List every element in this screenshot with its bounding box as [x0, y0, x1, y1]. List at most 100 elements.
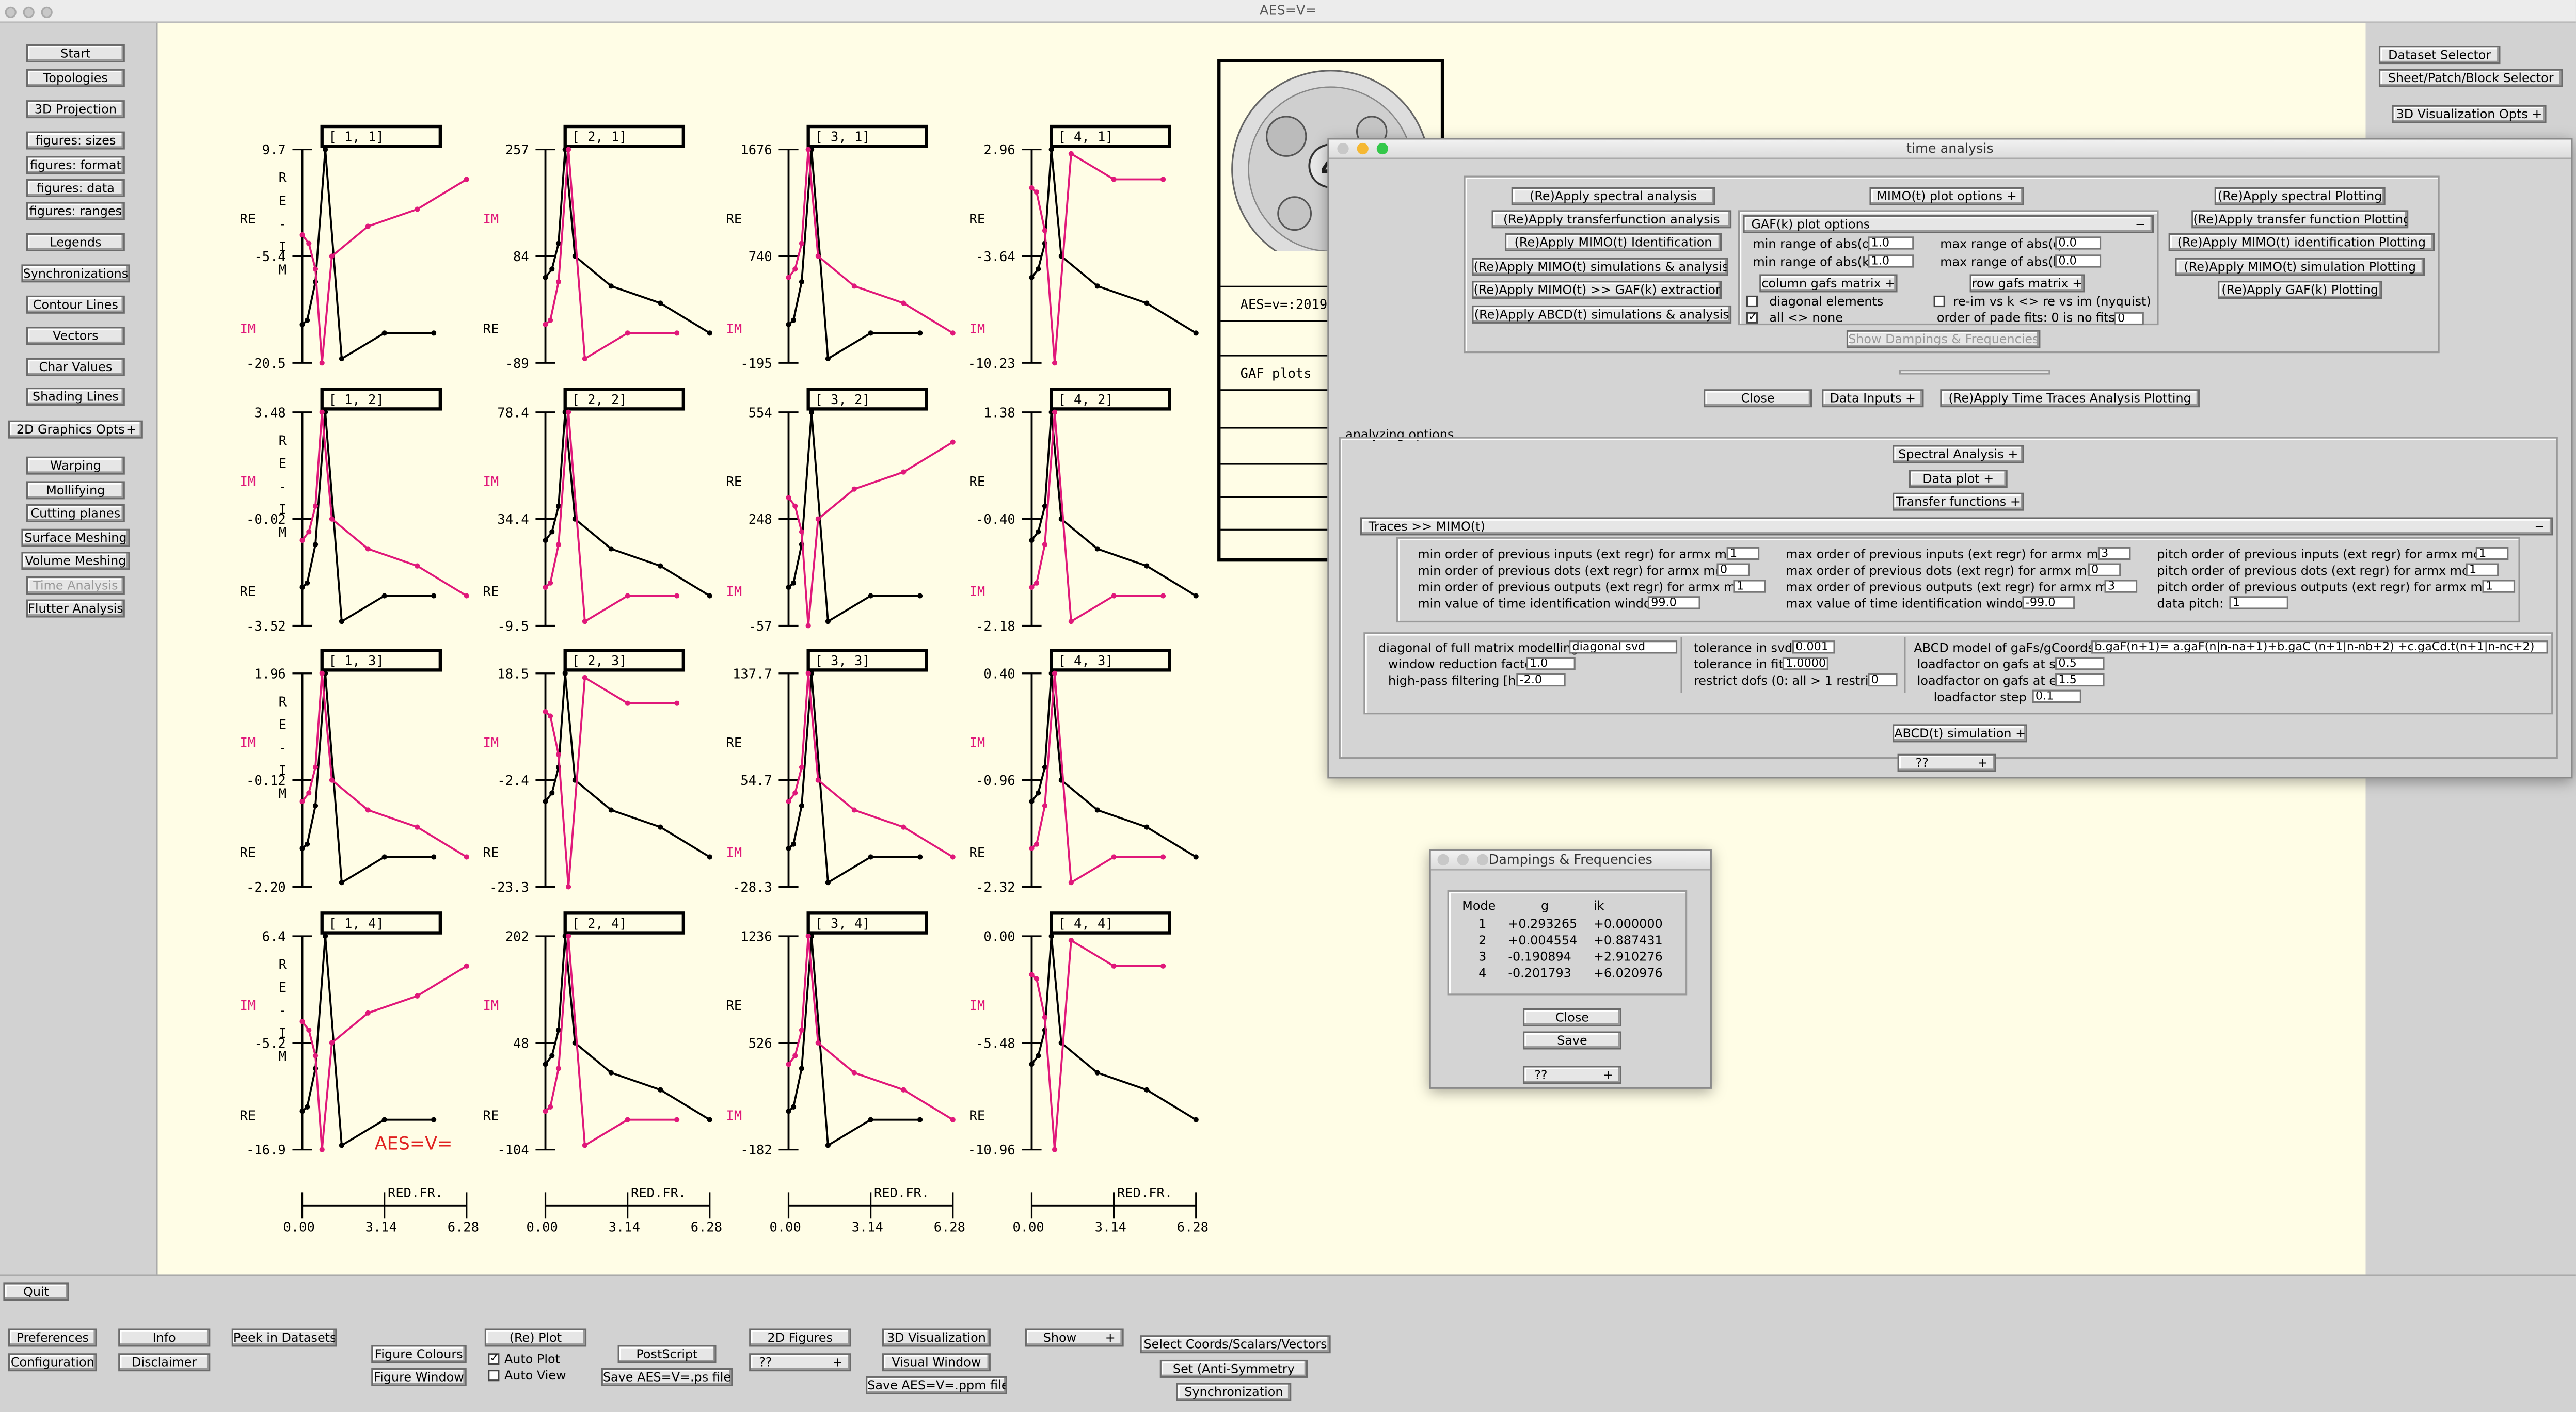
save-button[interactable]: Save — [1522, 1031, 1621, 1050]
sidebar-item-time-analysis[interactable]: Time Analysis — [26, 576, 125, 595]
zoom-dot-icon[interactable] — [41, 6, 53, 19]
sidebar-item-mollifying[interactable]: Mollifying — [26, 481, 125, 500]
qq-dropdown[interactable]: ?? + — [1522, 1066, 1621, 1084]
minimize-dot-icon[interactable] — [1357, 142, 1369, 155]
sidebar-item-figures-format[interactable]: figures: format — [26, 156, 125, 174]
pitch-outputs-field[interactable]: 1 — [2482, 580, 2516, 593]
gaf-plot-options-header[interactable]: GAF(k) plot options − — [1743, 215, 2154, 233]
minimize-dot-icon[interactable] — [1457, 854, 1469, 866]
qq-dropdown[interactable]: ?? + — [1897, 753, 1996, 772]
disclaimer-button[interactable]: Disclaimer — [118, 1353, 211, 1372]
data-pitch-field[interactable]: 1 — [2229, 596, 2288, 609]
figure-colours-button[interactable]: Figure Colours — [371, 1345, 467, 1363]
transfer-functions-button[interactable]: Transfer functions + — [1893, 492, 2024, 511]
max-prev-outputs-field[interactable]: 3 — [2104, 580, 2138, 593]
apply-time-traces-plot-button[interactable]: (Re)Apply Time Traces Analysis Plotting — [1940, 389, 2200, 408]
close-dot-icon[interactable] — [1437, 854, 1449, 866]
spectral-analysis-button[interactable]: Spectral Analysis + — [1893, 445, 2024, 463]
sidebar-item-legends[interactable]: Legends — [26, 233, 125, 251]
apply-mimo-sim-button[interactable]: (Re)Apply MIMO(t) simulations & analysis — [1472, 258, 1728, 276]
auto-view-checkbox[interactable] — [488, 1370, 500, 1382]
sidebar-item-3d-projection[interactable]: 3D Projection — [26, 100, 125, 119]
restrict-dofs-field[interactable]: 0 — [1868, 673, 1898, 687]
apply-spectral-button[interactable]: (Re)Apply spectral analysis — [1511, 187, 1715, 205]
sidebar-item-cutting-planes[interactable]: Cutting planes — [26, 504, 125, 522]
close-dot-icon[interactable] — [5, 6, 17, 19]
traces-mimo-header[interactable]: Traces >> MIMO(t) − — [1360, 517, 2553, 536]
data-inputs-button[interactable]: Data Inputs + — [1822, 389, 1924, 408]
loadfactor-end-field[interactable]: 1.5 — [2055, 673, 2105, 687]
peek-datasets-button[interactable]: Peek in Datasets — [231, 1328, 337, 1347]
highpass-field[interactable]: -2.0 — [1516, 673, 1566, 687]
sidebar-item-start[interactable]: Start — [26, 44, 125, 62]
sidebar-item-figures-ranges[interactable]: figures: ranges — [26, 202, 125, 220]
save-ps-button[interactable]: Save AES=V=.ps file — [601, 1368, 733, 1386]
figure-window-button[interactable]: Figure Window — [371, 1368, 467, 1386]
preferences-button[interactable]: Preferences — [8, 1328, 97, 1347]
sidebar-item-warping[interactable]: Warping — [26, 456, 125, 475]
sidebar-item-figures-sizes[interactable]: figures: sizes — [26, 131, 125, 150]
min-time-window-field[interactable]: 99.0 — [1647, 596, 1700, 609]
apply-mimo-id-button[interactable]: (Re)Apply MIMO(t) Identification — [1504, 233, 1722, 251]
configuration-button[interactable]: Configuration — [8, 1353, 97, 1372]
sidebar-item-char-values[interactable]: Char Values — [26, 358, 125, 376]
auto-plot-checkbox[interactable]: ✓ — [488, 1353, 500, 1365]
scrollbar[interactable] — [1899, 370, 2050, 375]
sidebar-item-volume-meshing[interactable]: Volume Meshing — [21, 552, 130, 570]
dataset-selector-button[interactable]: Dataset Selector — [2378, 46, 2501, 65]
visual-window-button[interactable]: Visual Window — [882, 1353, 991, 1372]
save-ppm-button[interactable]: Save AES=V=.ppm file — [866, 1376, 1007, 1394]
apply-gaf-plot-button[interactable]: (Re)Apply GAF(k) Plotting — [2218, 281, 2382, 299]
synchronization-button[interactable]: Synchronization — [1176, 1383, 1292, 1401]
replot-button[interactable]: (Re) Plot — [484, 1328, 587, 1347]
block-selector-button[interactable]: Sheet/Patch/Block Selector — [2378, 69, 2563, 87]
max-time-window-field[interactable]: -99.0 — [2022, 596, 2075, 609]
pitch-inputs-field[interactable]: 1 — [2475, 547, 2509, 560]
select-coords-button[interactable]: Select Coords/Scalars/Vectors — [1140, 1335, 1331, 1354]
max-prev-dots-field[interactable]: 0 — [2088, 563, 2121, 576]
sidebar-item-shading-lines[interactable]: Shading Lines — [26, 388, 125, 406]
abcd-model-select[interactable]: b.gaF(n+1)= a.gaF(n|n-na+1)+b.gaC (n+1|n… — [2091, 640, 2548, 654]
postscript-button[interactable]: PostScript — [617, 1345, 717, 1363]
min-abs-q-field[interactable]: 1.0 — [1868, 236, 1914, 250]
minimize-dot-icon[interactable] — [23, 6, 35, 19]
sidebar-item-vectors[interactable]: Vectors — [26, 327, 125, 345]
tol-fit-field[interactable]: 1.0000 — [1782, 656, 1828, 670]
show-dropdown[interactable]: Show + — [1025, 1328, 1124, 1347]
apply-mimo-sim-plot-button[interactable]: (Re)Apply MIMO(t) simulation Plotting — [2175, 258, 2425, 276]
apply-tf-plot-button[interactable]: (Re)Apply transfer function Plotting — [2191, 210, 2409, 229]
zoom-dot-icon[interactable] — [1376, 142, 1389, 155]
diag-elements-checkbox[interactable] — [1746, 295, 1758, 308]
apply-spectral-plot-button[interactable]: (Re)Apply spectral Plotting — [2214, 187, 2386, 205]
row-gafs-button[interactable]: row gafs matrix + — [1969, 274, 2085, 293]
qq-dropdown[interactable]: ?? + — [749, 1353, 851, 1372]
zoom-dot-icon[interactable] — [1476, 854, 1489, 866]
loadfactor-start-field[interactable]: 0.5 — [2055, 656, 2105, 670]
close-button[interactable]: Close — [1704, 389, 1812, 408]
info-button[interactable]: Info — [118, 1328, 211, 1347]
apply-abcd-button[interactable]: (Re)Apply ABCD(t) simulations & analysis — [1472, 305, 1732, 324]
min-prev-outputs-field[interactable]: 1 — [1733, 580, 1766, 593]
sidebar-item-surface-meshing[interactable]: Surface Meshing — [21, 528, 130, 547]
show-dampings-button[interactable]: Show Dampings & Frequencies — [1846, 330, 2041, 348]
min-prev-dots-field[interactable]: 0 — [1716, 563, 1750, 576]
sidebar-item-figures-data[interactable]: figures: data — [26, 179, 125, 197]
viz-opts-button[interactable]: 3D Visualization Opts + — [2392, 105, 2547, 123]
max-prev-inputs-field[interactable]: 3 — [2097, 547, 2131, 560]
figures-2d-button[interactable]: 2D Figures — [749, 1328, 851, 1347]
min-prev-inputs-field[interactable]: 1 — [1726, 547, 1760, 560]
close-dot-icon[interactable] — [1337, 142, 1349, 155]
set-anti-symmetry-button[interactable]: Set (Anti-Symmetry — [1159, 1359, 1308, 1378]
all-none-checkbox[interactable]: ✓ — [1746, 311, 1758, 324]
apply-mimo-id-plot-button[interactable]: (Re)Apply MIMO(t) identification Plottin… — [2168, 233, 2435, 251]
sidebar-item-contour-lines[interactable]: Contour Lines — [26, 295, 125, 314]
pade-field[interactable]: 0 — [2114, 312, 2144, 326]
sidebar-item-topologies[interactable]: Topologies — [26, 69, 125, 87]
reim-checkbox[interactable] — [1933, 295, 1945, 308]
sidebar-item-flutter-analysis[interactable]: Flutter Analysis — [26, 599, 125, 618]
quit-button[interactable]: Quit — [3, 1282, 69, 1301]
window-reduction-field[interactable]: 1.0 — [1526, 656, 1576, 670]
abcd-simulation-button[interactable]: ABCD(t) simulation + — [1893, 724, 2027, 743]
close-button[interactable]: Close — [1522, 1008, 1621, 1026]
diag-full-select[interactable]: diagonal svd — [1569, 640, 1678, 654]
